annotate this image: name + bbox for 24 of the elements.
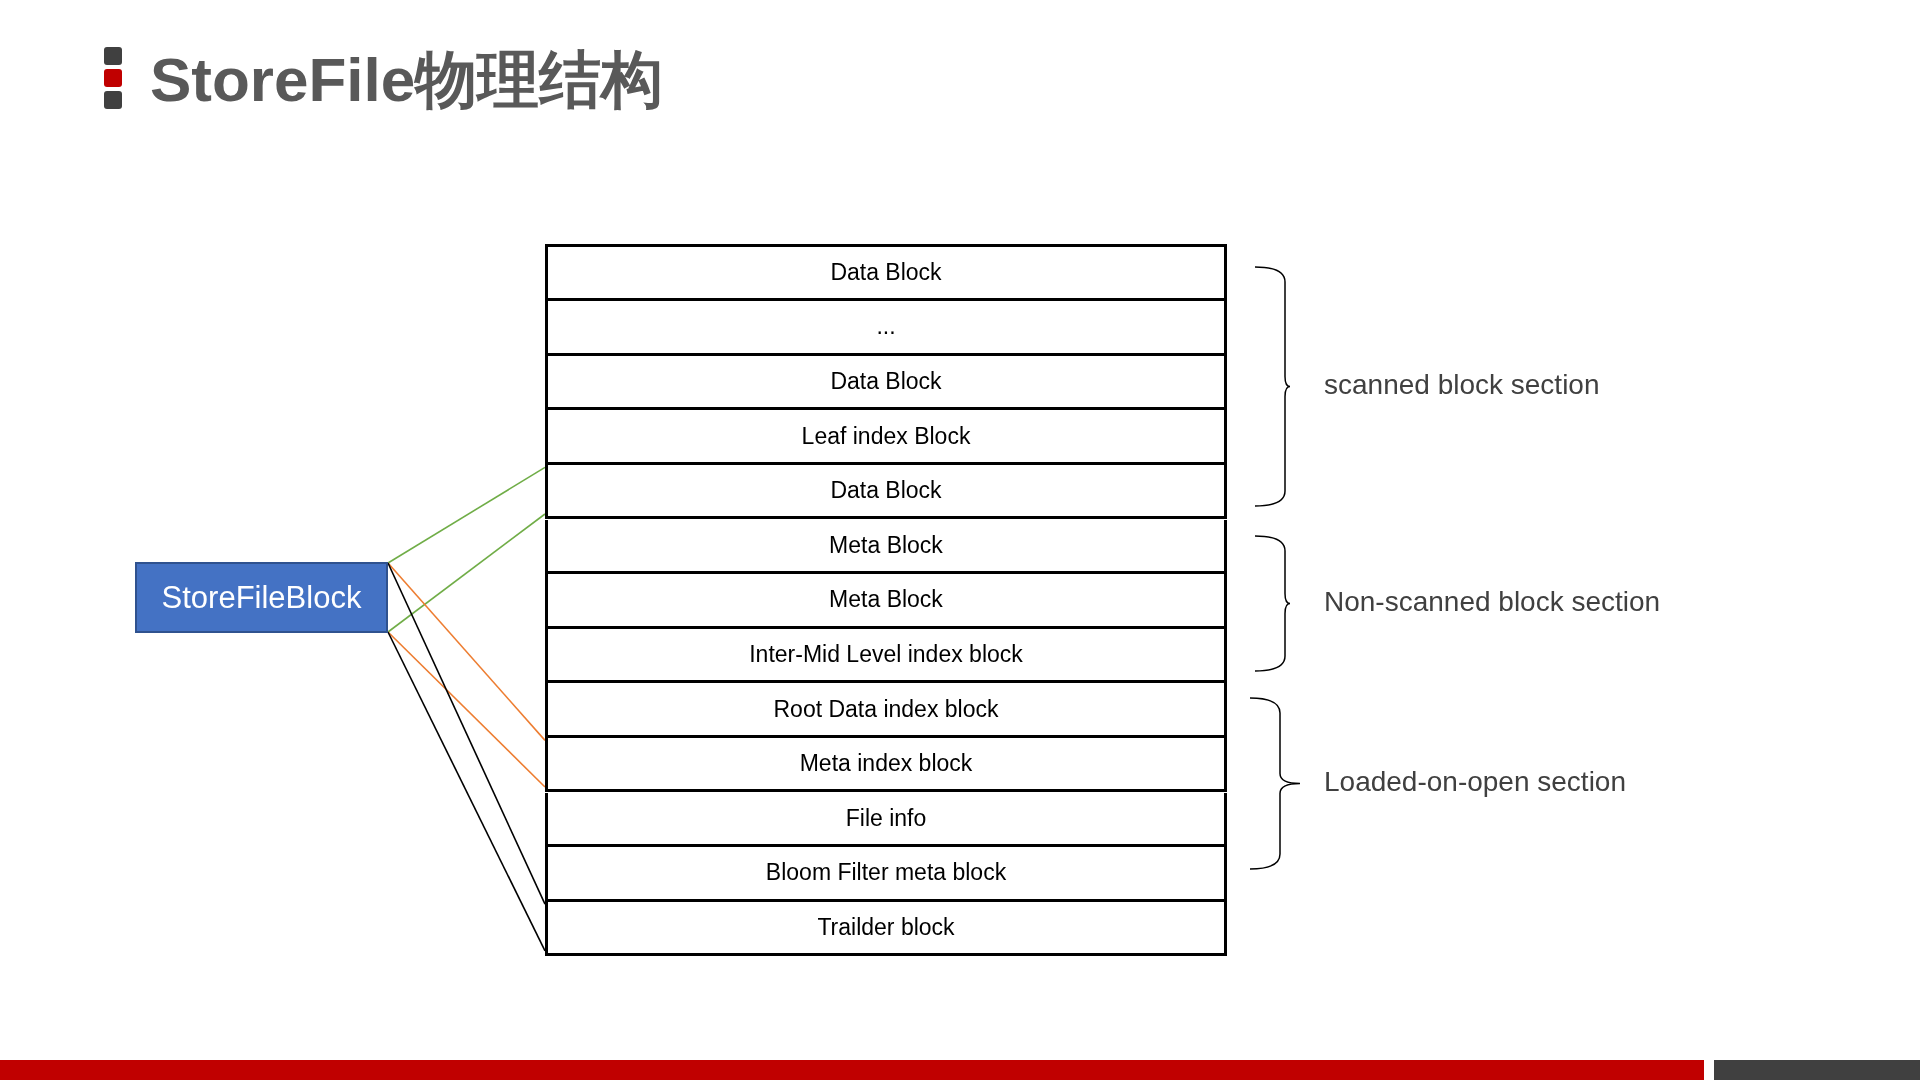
connector-line — [387, 466, 546, 564]
table-row: File info — [545, 792, 1227, 848]
table-row: Data Block — [545, 355, 1227, 411]
table-row: Meta Block — [545, 519, 1227, 575]
connector-line — [387, 631, 546, 952]
section-label: Non-scanned block section — [1324, 585, 1661, 618]
connector-line — [387, 631, 546, 788]
section-label: scanned block section — [1324, 368, 1600, 401]
table-row: Data Block — [545, 243, 1227, 302]
section-label: Loaded-on-open section — [1324, 765, 1626, 798]
table-row: Meta index block — [545, 737, 1227, 793]
table-row: Root Data index block — [545, 683, 1227, 738]
connector-line — [387, 562, 546, 905]
slide-title: StoreFile物理结构 — [150, 44, 664, 116]
process-box: StoreFileBlock — [135, 562, 388, 633]
table-row: Bloom Filter meta block — [545, 847, 1227, 902]
table-row: ... — [545, 301, 1227, 356]
table-row: Meta Block — [545, 574, 1227, 629]
table-row: Trailder block — [545, 901, 1227, 957]
table-row: Leaf index Block — [545, 410, 1227, 465]
table-row: Data Block — [545, 464, 1227, 520]
connector-line — [387, 513, 546, 633]
table-row: Inter-Mid Level index block — [545, 628, 1227, 684]
connector-line — [387, 562, 546, 742]
